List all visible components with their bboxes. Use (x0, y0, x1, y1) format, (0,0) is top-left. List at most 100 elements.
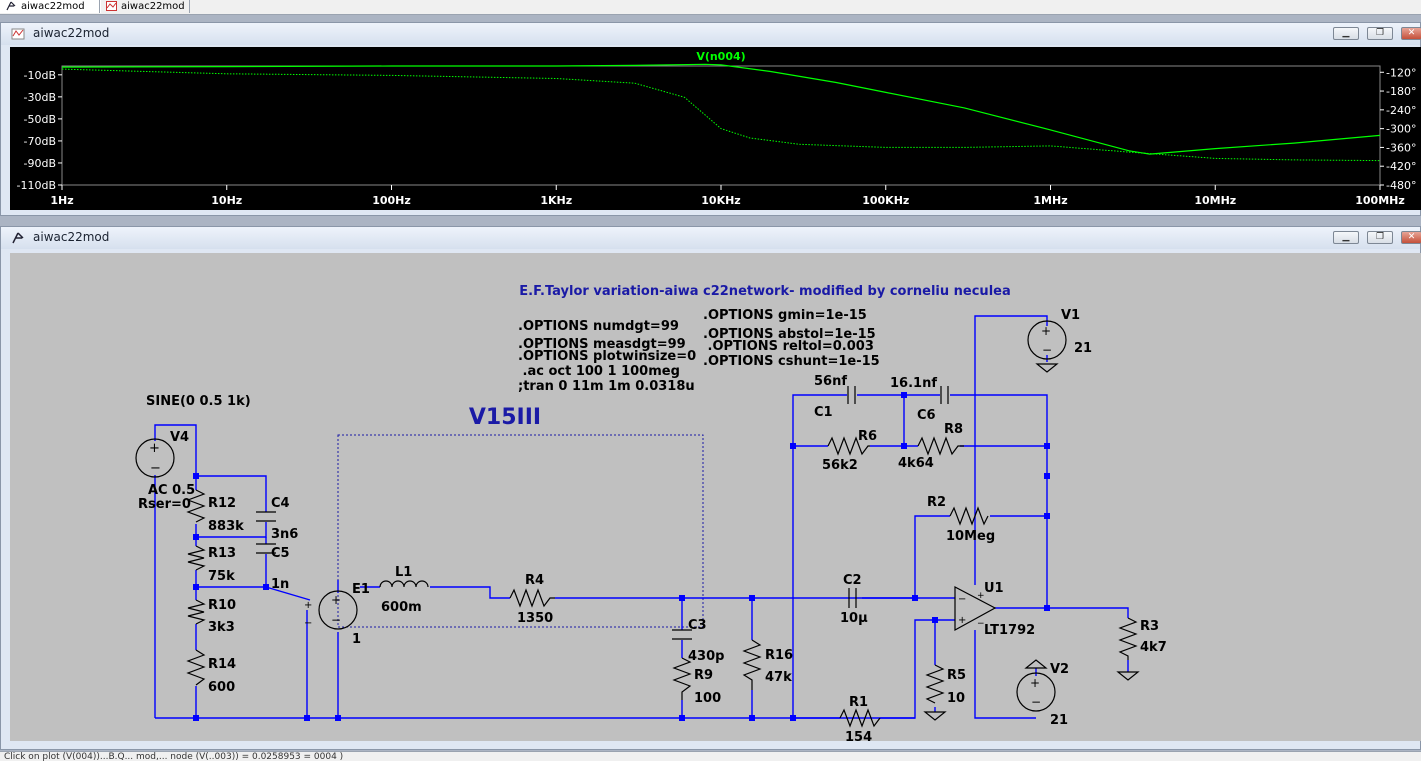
value-r5[interactable]: 10 (947, 691, 965, 706)
tab-waveform[interactable]: aiwac22mod (100, 0, 190, 13)
minimize-button[interactable]: ▁ (1333, 27, 1359, 40)
directive[interactable]: .OPTIONS reltol=0.003 (703, 339, 874, 354)
minimize-button[interactable]: ▁ (1333, 231, 1359, 244)
resistor-r13[interactable] (187, 545, 206, 571)
directive[interactable]: .OPTIONS measdgt=99 (518, 337, 686, 352)
directive[interactable]: ;tran 0 11m 1m 0.0318u (518, 379, 695, 394)
capacitor-c6[interactable] (940, 386, 949, 404)
plot-area[interactable]: V(n004) -10dB-30dB-50dB-70dB-90dB-110dB … (10, 47, 1421, 210)
label-ac[interactable]: AC 0.5 (148, 483, 195, 498)
label-r13[interactable]: R13 (208, 546, 236, 561)
label-c1[interactable]: C1 (814, 405, 833, 420)
resistor-r16[interactable] (742, 639, 762, 690)
label-r4[interactable]: R4 (525, 573, 544, 588)
label-v4[interactable]: V4 (170, 430, 189, 445)
value-r12[interactable]: 883k (208, 519, 244, 534)
label-rser[interactable]: Rser=0 (138, 497, 191, 512)
resistor-r2[interactable] (949, 506, 989, 526)
label-sine[interactable]: SINE(0 0.5 1k) (146, 394, 251, 409)
opamp-u1[interactable]: −+ +− (954, 586, 997, 632)
directives-left[interactable]: .OPTIONS numdgt=99 .OPTIONS measdgt=99 .… (518, 319, 696, 394)
value-c3[interactable]: 430p (688, 649, 724, 664)
label-r14[interactable]: R14 (208, 657, 236, 672)
label-c2[interactable]: C2 (843, 573, 862, 588)
capacitor-c5[interactable] (256, 543, 276, 554)
resistor-r3[interactable] (1118, 617, 1138, 660)
resistor-r14[interactable] (186, 649, 206, 686)
label-r3[interactable]: R3 (1140, 619, 1159, 634)
close-button[interactable]: ✕ (1401, 27, 1421, 40)
value-r13[interactable]: 75k (208, 569, 235, 584)
label-r10[interactable]: R10 (208, 598, 236, 613)
value-c4[interactable]: 3n6 (271, 527, 298, 542)
resistor-r6[interactable] (827, 436, 870, 456)
group-label[interactable]: V15III (469, 405, 541, 430)
value-r14[interactable]: 600 (208, 680, 235, 695)
value-u1[interactable]: LT1792 (984, 623, 1035, 638)
schematic-canvas[interactable]: .w { stroke:#0000ff; stroke-width:1.4; f… (10, 253, 1421, 745)
value-r6[interactable]: 56k2 (822, 458, 858, 473)
close-button[interactable]: ✕ (1401, 231, 1421, 244)
label-c5[interactable]: C5 (271, 546, 290, 561)
directive[interactable]: .OPTIONS plotwinsize=0 (518, 349, 696, 364)
label-r1[interactable]: R1 (849, 695, 868, 710)
label-u1[interactable]: U1 (984, 581, 1004, 596)
trace-label[interactable]: V(n004) (696, 50, 745, 63)
resistor-r4[interactable] (509, 588, 555, 608)
value-r8[interactable]: 4k64 (898, 456, 934, 471)
label-c4[interactable]: C4 (271, 496, 290, 511)
inductor-l1[interactable] (379, 580, 429, 588)
value-r4[interactable]: 1350 (517, 611, 553, 626)
controlled-source-e1[interactable]: +− +− (304, 590, 358, 630)
label-r5[interactable]: R5 (947, 668, 966, 683)
directives-right[interactable]: .OPTIONS gmin=1e-15 .OPTIONS abstol=1e-1… (703, 308, 880, 369)
directive[interactable]: .ac oct 100 1 100meg (518, 364, 680, 379)
voltage-source-v2[interactable]: +− (1016, 659, 1056, 712)
voltage-source-v4[interactable]: +− (135, 438, 175, 478)
directive[interactable]: .OPTIONS gmin=1e-15 (703, 308, 867, 323)
value-v2[interactable]: 21 (1050, 713, 1068, 728)
resistor-r12[interactable] (186, 489, 206, 523)
directive[interactable]: .OPTIONS cshunt=1e-15 (703, 354, 880, 369)
tab-schematic[interactable]: aiwac22mod (0, 0, 100, 13)
bode-plot[interactable]: V(n004) -10dB-30dB-50dB-70dB-90dB-110dB … (10, 47, 1421, 210)
value-c2[interactable]: 10µ (840, 611, 868, 626)
directive[interactable]: .OPTIONS numdgt=99 (518, 319, 679, 334)
label-l1[interactable]: L1 (395, 565, 412, 580)
capacitor-c2[interactable] (848, 588, 857, 608)
resistor-r5[interactable] (925, 664, 945, 704)
value-c5[interactable]: 1n (271, 577, 289, 592)
value-r1[interactable]: 154 (845, 730, 872, 745)
schematic-drawing[interactable]: .w { stroke:#0000ff; stroke-width:1.4; f… (10, 253, 1421, 745)
label-r9[interactable]: R9 (694, 668, 713, 683)
label-r8[interactable]: R8 (944, 422, 963, 437)
maximize-button[interactable]: ❐ (1367, 231, 1393, 244)
label-r2[interactable]: R2 (927, 495, 946, 510)
label-e1[interactable]: E1 (352, 582, 370, 597)
capacitor-c3[interactable] (672, 629, 692, 640)
capacitor-c4[interactable] (256, 511, 276, 522)
label-r16[interactable]: R16 (765, 648, 793, 663)
value-c1[interactable]: 56nf (814, 374, 847, 389)
label-v1[interactable]: V1 (1061, 308, 1080, 323)
value-e1[interactable]: 1 (352, 632, 361, 647)
label-c3[interactable]: C3 (688, 618, 707, 633)
resistor-r10[interactable] (187, 599, 206, 625)
schematic-heading[interactable]: E.F.Taylor variation-aiwa c22network- mo… (519, 284, 1011, 299)
value-r16[interactable]: 47k (765, 670, 792, 685)
value-c6[interactable]: 16.1nf (890, 376, 937, 391)
value-r9[interactable]: 100 (694, 691, 721, 706)
label-r12[interactable]: R12 (208, 496, 236, 511)
directive[interactable]: .OPTIONS abstol=1e-15 (703, 327, 876, 342)
label-c6[interactable]: C6 (917, 408, 936, 423)
capacitor-c1[interactable] (847, 386, 856, 404)
label-v2[interactable]: V2 (1050, 662, 1069, 677)
value-r10[interactable]: 3k3 (208, 620, 235, 635)
value-l1[interactable]: 600m (381, 600, 422, 615)
voltage-source-v1[interactable]: +− (1027, 320, 1067, 373)
label-r6[interactable]: R6 (858, 429, 877, 444)
resistor-r8[interactable] (917, 436, 964, 456)
maximize-button[interactable]: ❐ (1367, 27, 1393, 40)
value-v1[interactable]: 21 (1074, 341, 1092, 356)
resistor-r9[interactable] (672, 657, 692, 700)
